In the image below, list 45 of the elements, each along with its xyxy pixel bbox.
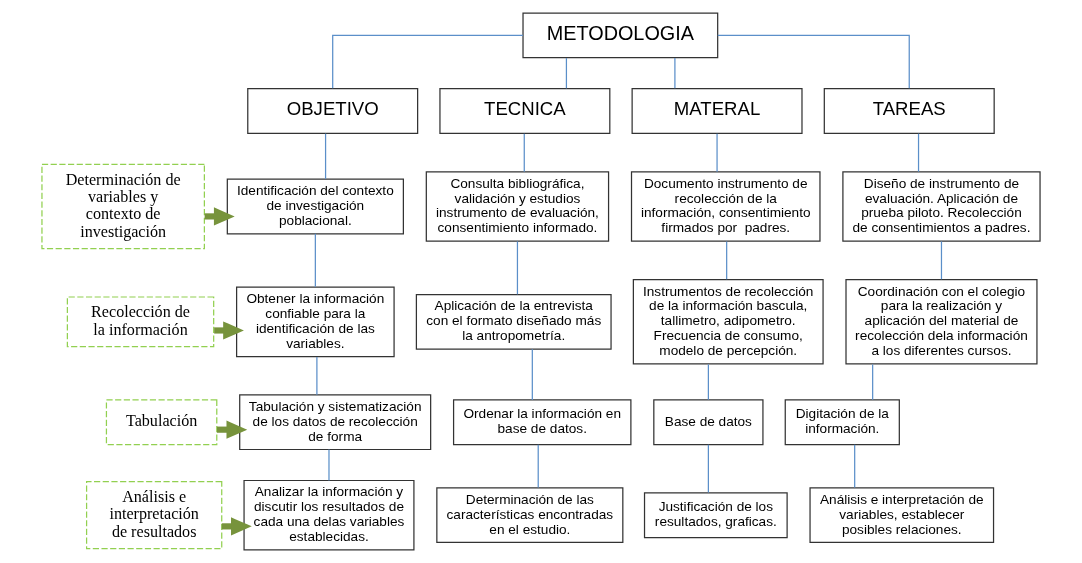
node-box: Base de datos bbox=[653, 399, 764, 446]
node-box: TAREAS bbox=[823, 88, 995, 134]
connector bbox=[674, 57, 676, 89]
connector bbox=[324, 133, 327, 180]
connector bbox=[516, 240, 519, 295]
node-box: Consulta bibliográfica, validación y estudios instrumento de evaluación, consentimiento informado. bbox=[425, 171, 610, 242]
connector bbox=[854, 444, 856, 489]
node-box: Tabulación y sistematización de los datos de recolección de forma bbox=[239, 394, 432, 451]
connector bbox=[917, 133, 920, 173]
connector bbox=[316, 356, 318, 396]
node-box: Digitación de la información. bbox=[784, 399, 900, 446]
connector bbox=[314, 233, 316, 288]
node-box: Recolección de la información bbox=[66, 296, 215, 348]
connector bbox=[707, 363, 709, 401]
node-box: Tabulación bbox=[105, 399, 218, 446]
node-box: Determinación de las características encontradas en el estudio. bbox=[436, 487, 624, 544]
node-box: Identificación del contexto de investigación poblacional. bbox=[226, 178, 404, 235]
connector bbox=[717, 34, 910, 89]
connector bbox=[716, 133, 718, 173]
node-box: Ordenar la información en base de datos. bbox=[452, 399, 632, 446]
node-box: Análisis e interpretación de resultados bbox=[85, 481, 223, 550]
node-box: Análisis e interpretación de variables, establecer posibles relaciones. bbox=[809, 487, 995, 544]
connector bbox=[726, 240, 728, 280]
node-box: Obtener la información confiable para la identificación de las variables. bbox=[236, 286, 395, 358]
node-box: Instrumentos de recolección de la información bascula, tallimetro, adipometro. Frecuencia de consumo, modelo de percepción. bbox=[632, 279, 824, 365]
node-box: Justificación de los resultados, graficas. bbox=[643, 492, 788, 539]
node-box: Aplicación de la entrevista con el formato diseñado más la antropometría. bbox=[415, 293, 612, 350]
connector bbox=[332, 34, 524, 89]
connector bbox=[565, 57, 568, 89]
connector bbox=[872, 363, 874, 401]
connector bbox=[707, 444, 709, 494]
node-box: Determinación de variables y contexto de investigación bbox=[41, 163, 205, 250]
node-box: Analizar la información y discutir los resultados de cada una delas variables establecidas. bbox=[243, 479, 415, 551]
connector bbox=[537, 444, 539, 489]
node-box: Coordinación con el colegio para la realización y aplicación del material de recolección dela información a los diferentes cursos. bbox=[845, 279, 1038, 365]
connector bbox=[523, 133, 525, 173]
connector bbox=[940, 240, 943, 280]
connector bbox=[531, 348, 533, 401]
connector bbox=[328, 449, 330, 482]
node-box: TECNICA bbox=[439, 88, 611, 134]
node-box: Diseño de instrumento de evaluación. Aplicación de prueba piloto. Recolección de consentimientos a padres. bbox=[842, 171, 1041, 242]
node-box: Documento instrumento de recolección de la información, consentimiento firmados por padres. bbox=[630, 171, 821, 242]
node-box: MATERAL bbox=[631, 88, 803, 134]
node-box: METODOLOGIA bbox=[522, 12, 719, 59]
node-box: OBJETIVO bbox=[247, 88, 419, 134]
